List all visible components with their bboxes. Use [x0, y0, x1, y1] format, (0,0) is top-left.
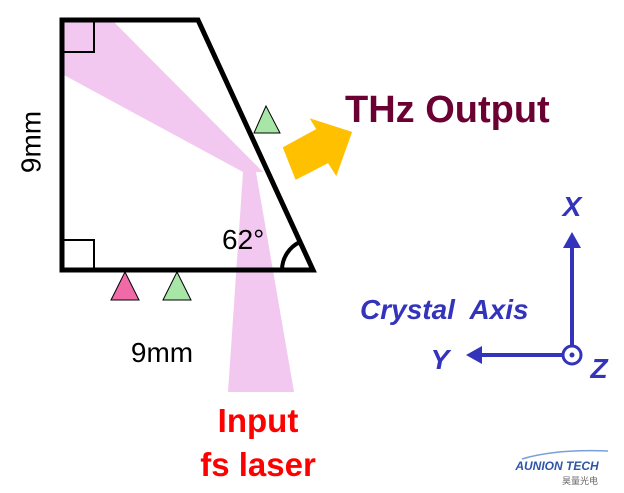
crystal-axis [466, 232, 583, 366]
y-axis-label: Y [431, 344, 452, 375]
z-axis-dot [569, 352, 575, 358]
x-axis-label: X [561, 191, 584, 222]
input-label-line1: Input [218, 402, 299, 439]
crystal-axis-title: Crystal Axis [360, 294, 529, 325]
logo-subtitle-text: 昊量光电 [562, 475, 598, 487]
apex-angle-label: 62° [222, 224, 264, 255]
laser-beam [62, 20, 294, 392]
crystal-prism [59, 17, 317, 273]
dimension-vertical-label: 9mm [15, 111, 46, 173]
laser-beam-internal [62, 20, 263, 172]
thz-output-arrow [275, 107, 360, 190]
right-angle-marker-bottom [62, 239, 95, 270]
logo-swoosh [521, 449, 609, 460]
marker-triangle-pink-bottom [110, 270, 140, 301]
z-axis-circle [561, 344, 583, 366]
dimension-horizontal-label: 9mm [131, 337, 193, 368]
logo-brand-text: AUNION TECH [514, 459, 599, 473]
apex-angle-arc [280, 240, 301, 271]
laser-beam-input [228, 172, 294, 392]
right-angle-marker-top [62, 20, 95, 53]
thz-output-label: THz Output [345, 89, 550, 131]
marker-triangle-green-edge [253, 104, 281, 134]
x-axis-arrowhead [563, 232, 581, 248]
marker-triangle-green-bottom [162, 270, 192, 301]
crystal-outline [59, 17, 317, 273]
aunion-tech-logo: AUNION TECH 昊量光电 [514, 449, 609, 487]
input-label-line2: fs laser [200, 446, 316, 483]
y-axis-arrowhead [466, 346, 482, 364]
z-axis-label: Z [589, 353, 608, 384]
